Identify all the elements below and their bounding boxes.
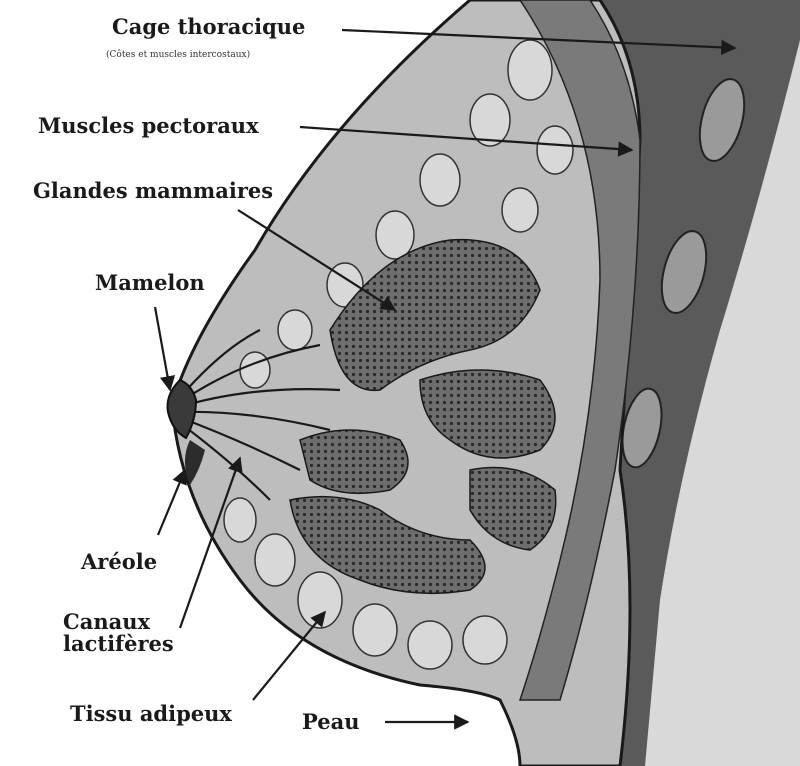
label-canaux-line1: Canaux bbox=[63, 609, 150, 634]
label-areole: Aréole bbox=[81, 549, 158, 574]
nipple bbox=[166, 378, 198, 440]
mammary-glands bbox=[289, 238, 557, 595]
adipose-tissue bbox=[223, 39, 574, 670]
label-glandes-mammaires: Glandes mammaires bbox=[33, 178, 274, 203]
label-peau: Peau bbox=[302, 709, 360, 734]
label-mamelon: Mamelon bbox=[95, 270, 205, 295]
label-canaux-lactiferes: Canaux lactifères bbox=[63, 609, 174, 657]
label-cage-thoracique-sub: (Côtes et muscles intercostaux) bbox=[106, 50, 251, 60]
pectoral-muscle bbox=[518, 0, 641, 701]
label-canaux-line2: lactifères bbox=[63, 631, 174, 657]
leader-lines bbox=[153, 28, 737, 730]
label-cage-thoracique: Cage thoracique bbox=[112, 14, 306, 39]
label-tissu-adipeux: Tissu adipeux bbox=[70, 701, 232, 726]
label-muscles-pectoraux: Muscles pectoraux bbox=[38, 113, 259, 138]
areola bbox=[185, 440, 205, 485]
